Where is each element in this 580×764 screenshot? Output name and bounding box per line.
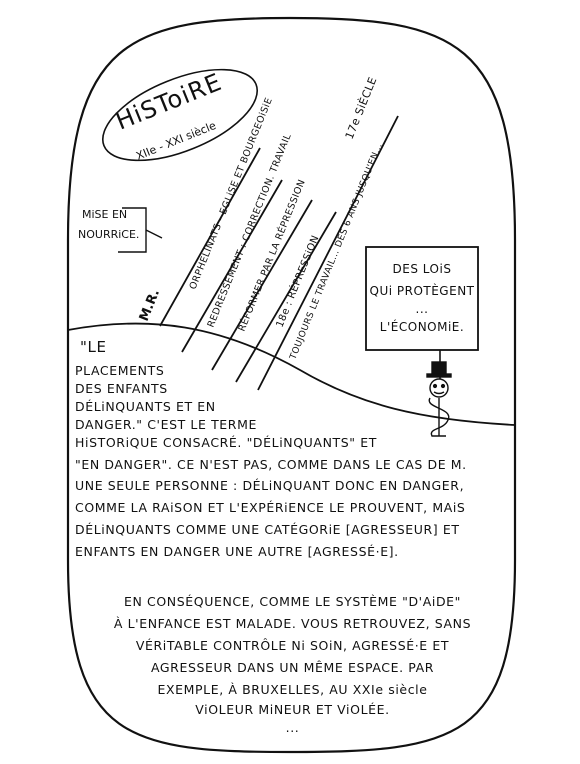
panel-frame xyxy=(66,16,517,754)
branch-reformer: RÉFORMER PAR LA RÉPRESSION xyxy=(236,177,308,333)
para1-line-1: "LE xyxy=(80,338,107,356)
timeline-lines xyxy=(159,115,399,391)
para1-line-8: UNE SEULE PERSONNE : DÉLiNQUANT DONC EN … xyxy=(75,478,465,493)
mise-bracket xyxy=(118,207,163,253)
mise-label-1: MiSE EN xyxy=(82,208,127,221)
top-hat-character xyxy=(426,361,452,437)
para2-line-6: ViOLEUR MiNEUR ET ViOLÉE. xyxy=(195,702,390,717)
ground-line xyxy=(67,322,516,426)
para1-line-11: ENFANTS EN DANGER UNE AUTRE [AGRESSÉ·E]. xyxy=(75,544,399,559)
para2-line-3: VÉRiTABLE CONTRÔLE Ni SOiN, AGRESSÉ·E ET xyxy=(135,638,450,653)
sign-line-3: ... xyxy=(415,302,429,316)
para2-line-5: EXEMPLE, À BRUXELLES, AU XXIe siècle xyxy=(157,682,428,697)
branch-17e-siecle: 17e SiÈCLE xyxy=(343,75,380,141)
para1-line-10: DÉLiNQUANTS COMME UNE CATÉGORiE [AGRESSE… xyxy=(75,522,460,537)
para1-line-5: DANGER." C'EST LE TERME xyxy=(75,417,257,432)
para2-line-7: ... xyxy=(285,720,300,735)
para1-line-7: "EN DANGER". CE N'EST PAS, COMME DANS LE… xyxy=(75,457,467,472)
para2-line-4: AGRESSEUR DANS UN MÊME ESPACE. PAR xyxy=(150,660,435,675)
para1-line-3: DES ENFANTS xyxy=(75,381,168,396)
branch-mr: M.R. xyxy=(137,287,163,323)
mise-label-2: NOURRiCE. xyxy=(78,228,139,241)
para1-line-2: PLACEMENTS xyxy=(75,363,165,378)
para1-line-6: HiSTORiQUE CONSACRÉ. "DÉLiNQUANTS" ET xyxy=(75,435,377,450)
sign-board xyxy=(365,246,479,351)
sign-line-1: DES LOiS xyxy=(392,262,452,276)
para1-line-9: COMME LA RAiSON ET L'EXPÉRiENCE LE PROUV… xyxy=(75,500,466,515)
para1-line-4: DÉLiNQUANTS ET EN xyxy=(75,399,216,414)
sign-line-4: L'ÉCONOMiE. xyxy=(379,320,465,334)
history-oval xyxy=(101,68,259,162)
sign-line-2: QUi PROTÈGENT xyxy=(369,284,475,298)
para2-line-1: EN CONSÉQUENCE, COMME LE SYSTÈME "D'AiDE… xyxy=(123,594,462,609)
para2-line-2: À L'ENFANCE EST MALADE. VOUS RETROUVEZ, … xyxy=(113,616,472,631)
